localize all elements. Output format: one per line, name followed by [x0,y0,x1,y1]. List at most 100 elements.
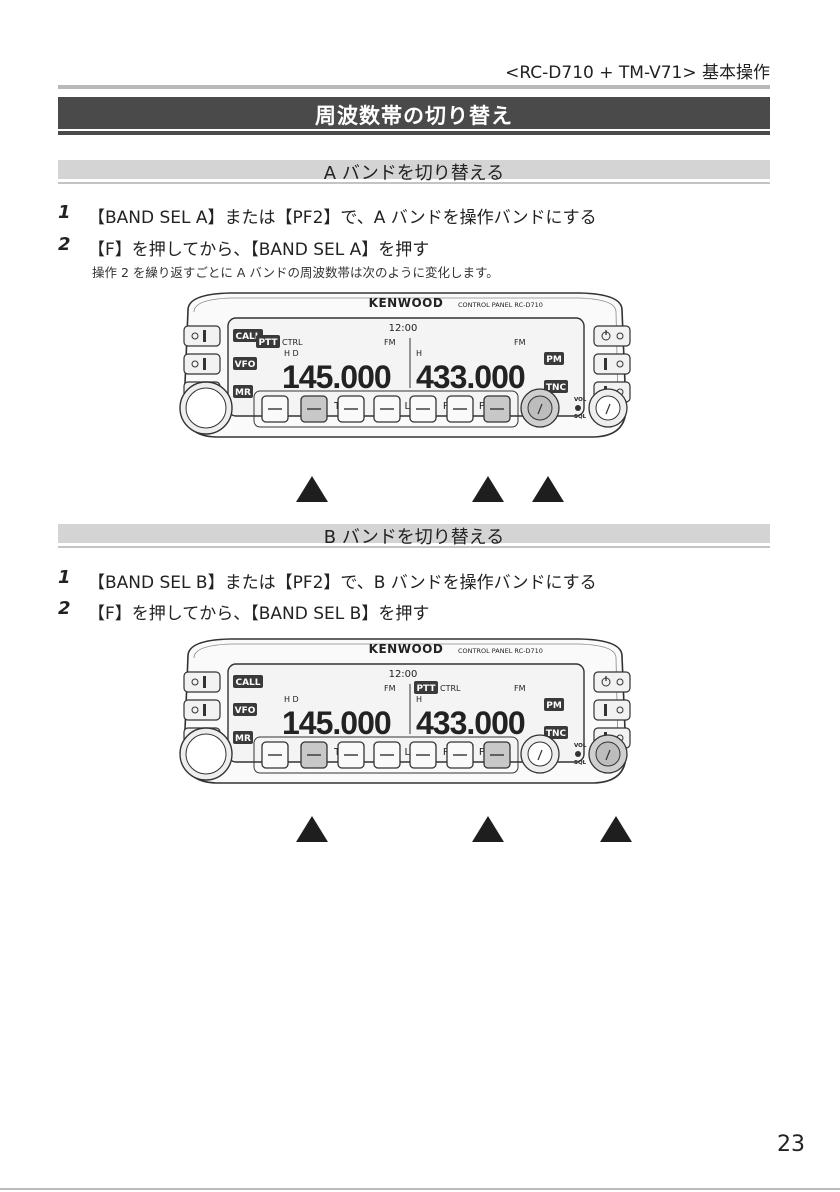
lcd-band-b-frequency: 433.000 [416,705,525,741]
lcd-band-a-flags: H D [284,695,299,704]
lcd-band-b-flags: H [416,349,422,358]
lcd-band-a-flags: H D [284,349,299,358]
section-a-heading-bar: A バンドを切り替える [58,160,770,184]
lcd-label-call: CALL [235,678,260,688]
lcd-band-b-mode: FM [514,684,526,693]
main-dial-knob [185,733,227,775]
left-side-button-dot [191,332,199,340]
vol-label: VOL [574,743,587,749]
page-title: 周波数帯の切り替え [315,104,513,128]
step-a1-text: 【BAND SEL A】または【PF2】で、A バンドを操作バンドにする [88,208,597,228]
panel-bezel-line [193,297,619,403]
lcd-label-vfo-box [233,703,257,716]
lcd-label-tnc-box [544,726,568,739]
left-side-button-bar [203,330,206,342]
left-side-button-bar [203,704,206,716]
panel-bezel-line [193,643,619,749]
sql-knob-indicator [605,749,611,761]
left-side-button [183,699,221,721]
step-b1-number: 1 [58,567,71,588]
header-section-ref: <RC-D710 + TM-V71> 基本操作 [505,63,770,83]
arrow-indicator-pf2-key [472,476,504,502]
sql-label: SQL [574,760,587,766]
lcd-label-vfo-box [233,357,257,370]
step-b2-number: 2 [58,598,71,619]
lcd-band-b-mode: FM [514,338,526,347]
right-side-button-dot [616,332,624,340]
lcd-ptt-indicator: PTT [258,338,278,348]
section-a-heading: A バンドを切り替える [323,163,505,184]
lcd-label-tnc-box [544,380,568,393]
softkey-row-frame [253,736,519,774]
title-underline [58,131,770,135]
sql-knob-indicator [605,403,611,415]
lcd-band-a-mode: FM [384,684,396,693]
step-b2-text: 【F】を押してから、【BAND SEL B】を押す [88,604,430,624]
arrow-indicator-f-key [296,816,328,842]
lcd-label-vfo: VFO [235,706,256,716]
vol-sql-divider-dot [575,405,581,411]
lcd-ctrl-indicator: CTRL [282,338,303,347]
main-dial-knob [185,387,227,429]
bottom-rule [0,1188,840,1190]
right-side-button-dot [616,360,624,368]
step-b1-text: 【BAND SEL B】または【PF2】で、B バンドを操作バンドにする [88,573,597,593]
model-label: CONTROL PANEL RC-D710 [458,647,543,655]
lcd-band-b-flags: H [416,695,422,704]
lcd-band-b-frequency: 433.000 [416,359,525,395]
section-b-heading: B バンドを切り替える [323,527,505,548]
lcd-label-call-box [233,675,263,688]
lcd-label-tnc: TNC [546,383,567,393]
left-side-button [183,353,221,375]
page-number: 23 [777,1132,805,1157]
lcd-label-pm: PM [546,701,562,711]
left-side-button [183,325,221,347]
step-a2-text: 【F】を押してから、【BAND SEL A】を押す [88,240,430,260]
model-label: CONTROL PANEL RC-D710 [458,301,543,309]
left-side-button-dot [191,360,199,368]
left-side-button-bar [203,676,206,688]
left-side-button-bar [203,358,206,370]
softkey-row-frame [253,390,519,428]
arrow-indicator-vol-knob [532,476,564,502]
arrow-indicator-sql-knob [600,816,632,842]
lcd-label-call: CALL [235,332,260,342]
lcd-label-mr-box [233,385,253,398]
step-a1-number: 1 [58,202,71,223]
section-b-heading-bar: B バンドを切り替える [58,524,770,548]
right-side-button-dot [616,678,624,686]
lcd-label-mr-box [233,731,253,744]
lcd-clock: 12:00 [389,323,418,334]
vol-knob-indicator [537,749,543,761]
page-title-bar: 周波数帯の切り替え [58,97,770,129]
lcd-ptt-indicator: PTT [416,684,436,694]
left-side-button-dot [191,678,199,686]
vol-knob-indicator [537,403,543,415]
brand-logo: KENWOOD [369,642,444,656]
header-rule [58,85,770,89]
arrow-indicator-pf2-key [472,816,504,842]
lcd-label-vfo: VFO [235,360,256,370]
lcd-label-mr: MR [235,734,251,744]
right-side-button [593,699,631,721]
section-a-rule [58,182,770,184]
lcd-label-tnc: TNC [546,729,567,739]
lcd-label-pm: PM [546,355,562,365]
step-a2-note: 操作 2 を繰り返すごとに A バンドの周波数帯は次のように変化します。 [92,265,499,280]
lcd-ptt-indicator-box [256,335,280,348]
section-b-rule [58,546,770,548]
power-button [593,671,631,693]
right-side-button-dot [616,706,624,714]
lcd-clock: 12:00 [389,669,418,680]
lcd-band-a-frequency: 145.000 [282,705,391,741]
power-button [593,325,631,347]
right-side-button-bar [604,358,607,370]
lcd-ptt-indicator-box [414,681,438,694]
right-side-button [593,353,631,375]
lcd-label-mr: MR [235,388,251,398]
step-a2-number: 2 [58,234,71,255]
